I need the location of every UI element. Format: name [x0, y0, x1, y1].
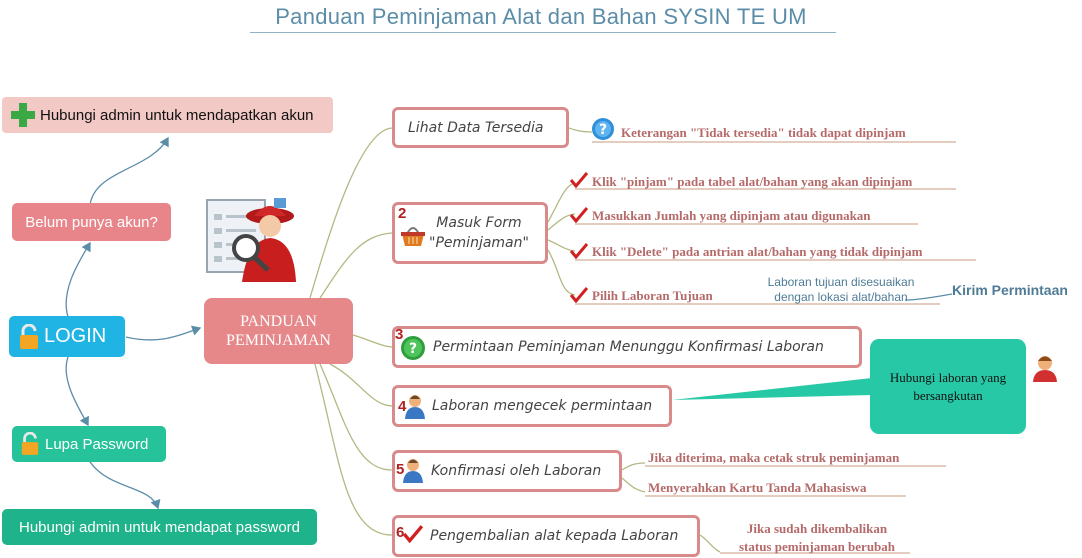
lupa-password-button[interactable]: Lupa Password — [12, 426, 166, 462]
check-icon — [570, 243, 588, 259]
lock-icon — [21, 432, 39, 455]
step-2-label-line1: Masuk Form — [436, 215, 522, 231]
hubungi-password-label: Hubungi admin untuk mendapat password — [18, 518, 300, 536]
step-4-box[interactable]: Laboran mengecek permintaan — [392, 385, 672, 427]
lupa-password-label: Lupa Password — [45, 435, 149, 453]
step-number: 3 — [395, 326, 404, 343]
step-2-note-3: Klik "Delete" pada antrian alat/bahan ya… — [592, 244, 923, 259]
check-icon — [570, 172, 588, 188]
step-5-label: Konfirmasi oleh Laboran — [431, 463, 602, 479]
step-number: 4 — [398, 398, 407, 415]
step-number: 5 — [396, 461, 405, 478]
login-label: LOGIN — [44, 325, 107, 347]
svg-text:?: ? — [409, 341, 417, 357]
step-number: 6 — [396, 524, 405, 541]
step-1-label: Lihat Data Tersedia — [408, 119, 544, 136]
step-5-box[interactable]: Konfirmasi oleh Laboran — [392, 450, 622, 492]
step-4-label: Laboran mengecek permintaan — [432, 398, 653, 414]
check-icon — [570, 207, 588, 223]
user-icon — [403, 459, 423, 483]
question-icon: ? — [592, 118, 614, 140]
step-3-label: Permintaan Peminjaman Menunggu Konfirmas… — [433, 339, 824, 355]
belum-punya-akun-label: Belum punya akun? — [25, 213, 158, 231]
step-1-box[interactable]: Lihat Data Tersedia — [392, 107, 569, 148]
page-title: Panduan Peminjaman Alat dan Bahan SYSIN … — [275, 4, 807, 29]
step-6-box[interactable]: Pengembalian alat kepada Laboran — [392, 515, 700, 557]
step-2-note-1: Klik "pinjam" pada tabel alat/bahan yang… — [592, 174, 913, 189]
central-line1: PANDUAN — [240, 313, 317, 330]
lock-icon — [20, 323, 38, 349]
plus-icon — [11, 103, 35, 127]
step-6-label: Pengembalian alat kepada Laboran — [430, 528, 679, 544]
laboran-tujuan-note: Laboran tujuan disesuaikan dengan lokasi… — [752, 275, 930, 305]
svg-text:?: ? — [599, 122, 607, 138]
step-number: 2 — [398, 205, 407, 222]
central-line2: PEMINJAMAN — [226, 332, 331, 349]
detective-icon — [206, 198, 296, 282]
kirim-permintaan-label[interactable]: Kirim Permintaan — [952, 282, 1068, 298]
step-6-note: Jika sudah dikembalikan status peminjama… — [724, 520, 910, 556]
hubungi-password-box[interactable]: Hubungi admin untuk mendapat password — [2, 509, 317, 545]
laboran-note-line1: Laboran tujuan disesuaikan — [767, 275, 915, 289]
step-6-note-line1: Jika sudah dikembalikan — [746, 521, 888, 536]
step-2-note-4: Pilih Laboran Tujuan — [592, 288, 713, 303]
person-icon — [1033, 356, 1057, 382]
step-3-box[interactable]: Permintaan Peminjaman Menunggu Konfirmas… — [392, 326, 862, 368]
hubungi-akun-box[interactable]: Hubungi admin untuk mendapatkan akun — [2, 97, 333, 133]
user-icon — [405, 395, 425, 419]
hubungi-akun-label: Hubungi admin untuk mendapatkan akun — [40, 106, 314, 124]
callout-text: Hubungi laboran yang bersangkutan — [889, 369, 1007, 403]
step-2-note-2: Masukkan Jumlah yang dipinjam atau digun… — [592, 208, 871, 223]
login-button[interactable]: LOGIN — [9, 316, 125, 357]
belum-punya-akun-box[interactable]: Belum punya akun? — [12, 203, 171, 241]
step-6-note-line2: status peminjaman berubah — [738, 539, 896, 554]
basket-icon — [401, 227, 425, 246]
step-5-note-1: Jika diterima, maka cetak struk peminjam… — [648, 450, 900, 465]
title-underline — [250, 32, 836, 33]
step-2-label-line2: "Peminjaman" — [429, 235, 529, 251]
check-icon — [570, 287, 588, 303]
step-5-note-2: Menyerahkan Kartu Tanda Mahasiswa — [648, 480, 867, 495]
green-question-icon: ? — [401, 336, 425, 360]
step-1-note: Keterangan "Tidak tersedia" tidak dapat … — [621, 125, 906, 140]
central-node[interactable]: PANDUAN PEMINJAMAN — [204, 298, 353, 364]
laboran-note-line2: dengan lokasi alat/bahan — [774, 290, 908, 304]
step-2-box[interactable]: Masuk Form "Peminjaman" — [392, 202, 548, 264]
hubungi-laboran-callout: Hubungi laboran yang bersangkutan — [870, 339, 1026, 434]
check-icon — [403, 525, 423, 543]
